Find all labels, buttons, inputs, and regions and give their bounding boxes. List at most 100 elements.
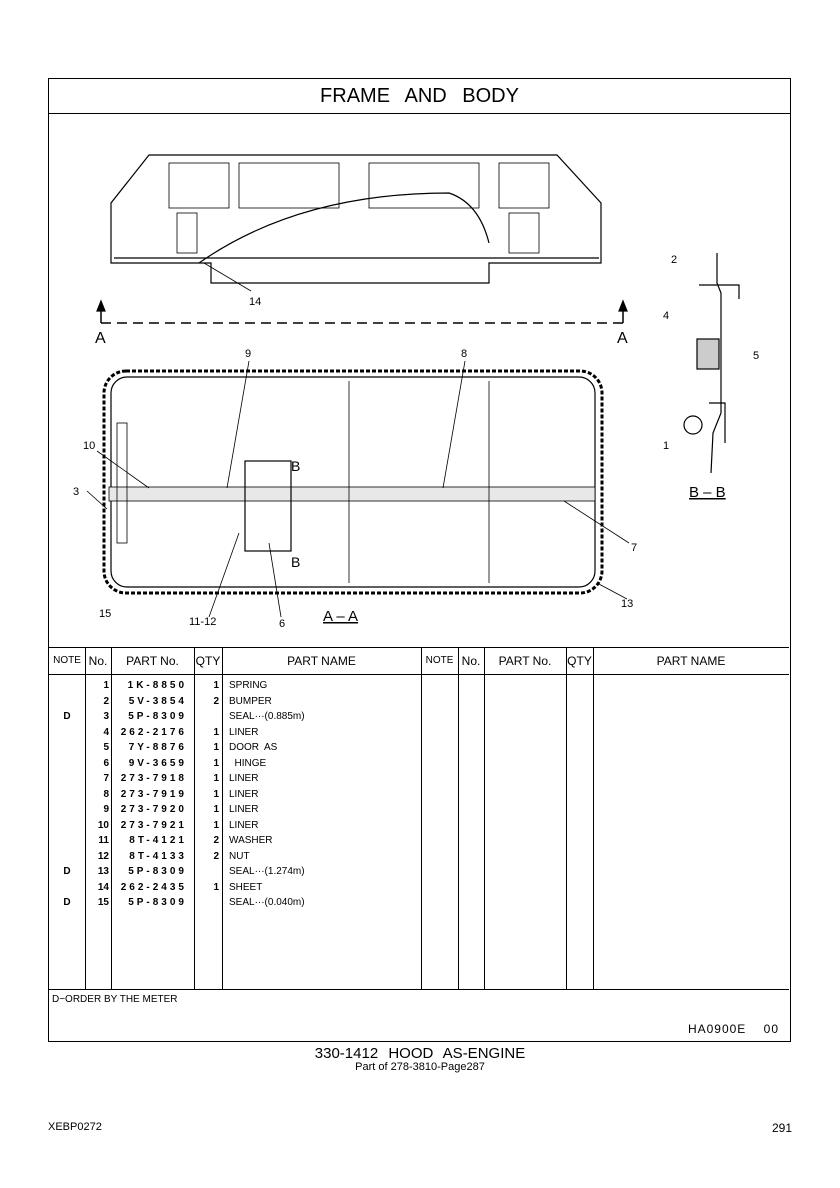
part-name: SEAL···(0.885m) <box>229 711 305 722</box>
item-number: 1 <box>103 680 109 691</box>
part-name: LINER <box>229 788 259 800</box>
part-number: 5P-8309 <box>128 711 187 722</box>
callout-3: 3 <box>73 486 79 498</box>
section-b-top: B <box>291 458 300 474</box>
hood-section-aa <box>102 369 604 595</box>
illustration-code: HA0900E 00 <box>687 1022 779 1036</box>
parts-table: NOTE No. PART No. QTY PART NAME NOTE No.… <box>49 647 789 990</box>
item-number: 3 <box>103 711 109 722</box>
item-number: 10 <box>97 819 109 831</box>
quantity: 2 <box>213 850 219 862</box>
part-number: 8T-4133 <box>129 850 187 862</box>
view-label-aa: A – A <box>323 608 358 625</box>
part-number: 5P-8309 <box>128 866 187 877</box>
quantity: 1 <box>213 819 219 831</box>
part-name: DOOR AS <box>229 742 278 753</box>
part-name: WASHER <box>229 835 273 846</box>
part-name: SPRING <box>229 680 268 691</box>
part-name: LINER <box>229 773 259 784</box>
assembly-reference: Part of 278-3810-Page287 <box>355 1061 485 1073</box>
item-number: 6 <box>103 757 109 769</box>
callout-7: 7 <box>631 542 637 554</box>
table-row: 8 273-7919 1 LINER <box>49 787 421 803</box>
column-divider <box>458 648 459 990</box>
item-number: 5 <box>103 742 109 753</box>
item-number: 9 <box>103 804 109 815</box>
callout-11-12: 11-12 <box>189 616 216 628</box>
header-part-no: PART No. <box>126 654 179 668</box>
table-row: 4 262-2176 1 LINER <box>49 725 421 741</box>
callout-9: 9 <box>245 348 251 360</box>
catalog-frame: FRAME AND BODY 14 A A <box>48 78 791 1042</box>
column-divider <box>593 648 594 990</box>
table-row: 10 273-7921 1 LINER <box>49 818 421 834</box>
part-number: 273-7921 <box>120 819 187 831</box>
item-number: 2 <box>103 695 109 707</box>
table-row: 6 9V-3659 1 HINGE <box>49 756 421 772</box>
quantity: 1 <box>213 804 219 815</box>
part-name: SEAL···(1.274m) <box>229 866 305 877</box>
part-name: LINER <box>229 819 259 831</box>
quantity: 1 <box>213 773 219 784</box>
table-row: 12 8T-4133 2 NUT <box>49 849 421 865</box>
header-part-no-2: PART No. <box>498 654 552 668</box>
table-row: 1 1K-8850 1 SPRING <box>49 678 421 694</box>
header-note: NOTE <box>53 655 81 666</box>
column-divider <box>85 648 86 990</box>
view-label-bb: B – B <box>689 484 726 501</box>
quantity: 1 <box>213 757 219 769</box>
callout-2: 2 <box>671 254 677 266</box>
part-number: 273-7920 <box>120 804 187 815</box>
notes-section: D−ORDER BY THE METER HA0900E 00 <box>49 989 789 1042</box>
quantity: 1 <box>213 788 219 800</box>
order-note: D−ORDER BY THE METER <box>52 994 178 1005</box>
header-no-2: No. <box>461 654 481 668</box>
header-part-name-2: PART NAME <box>656 654 726 668</box>
part-name: HINGE <box>229 757 267 769</box>
section-b-bottom: B <box>291 554 300 570</box>
document-number: XEBP0272 <box>48 1121 102 1133</box>
page-title: FRAME AND BODY <box>49 79 790 114</box>
callout-14: 14 <box>249 296 261 308</box>
column-divider <box>222 648 223 990</box>
part-number: 273-7919 <box>120 788 187 800</box>
item-number: 12 <box>97 850 109 862</box>
quantity: 1 <box>213 680 219 691</box>
quantity: 1 <box>213 881 219 893</box>
part-name: SEAL···(0.040m) <box>229 897 305 908</box>
section-a-right: A <box>617 330 628 347</box>
item-number: 15 <box>97 897 109 908</box>
quantity: 2 <box>213 835 219 846</box>
item-number: 11 <box>98 835 109 846</box>
note-cell: D <box>63 866 71 877</box>
item-number: 4 <box>103 726 109 738</box>
part-name: NUT <box>229 850 250 862</box>
part-name: LINER <box>229 726 259 738</box>
callout-5: 5 <box>753 350 759 362</box>
part-number: 9V-3659 <box>128 757 187 769</box>
callout-6: 6 <box>279 618 285 630</box>
hood-section-bb <box>683 253 740 474</box>
item-number: 13 <box>97 866 109 877</box>
item-number: 8 <box>103 788 109 800</box>
part-name: BUMPER <box>229 695 272 707</box>
quantity: 1 <box>213 726 219 738</box>
header-part-name: PART NAME <box>287 654 356 668</box>
hood-top-view <box>110 154 602 284</box>
parts-illustration: 14 A A B B 9 8 10 3 <box>49 113 789 647</box>
column-divider <box>421 648 422 990</box>
column-divider <box>111 648 112 990</box>
column-divider <box>484 648 485 990</box>
callout-15: 15 <box>99 608 111 620</box>
section-a-left: A <box>95 330 106 347</box>
part-name: LINER <box>229 804 259 815</box>
column-divider <box>194 648 195 990</box>
column-divider <box>566 648 567 990</box>
part-name: SHEET <box>229 881 263 893</box>
callout-4: 4 <box>663 310 669 322</box>
header-qty: QTY <box>195 654 221 668</box>
part-number: 262-2176 <box>120 726 187 738</box>
part-number: 1K-8850 <box>127 680 187 691</box>
